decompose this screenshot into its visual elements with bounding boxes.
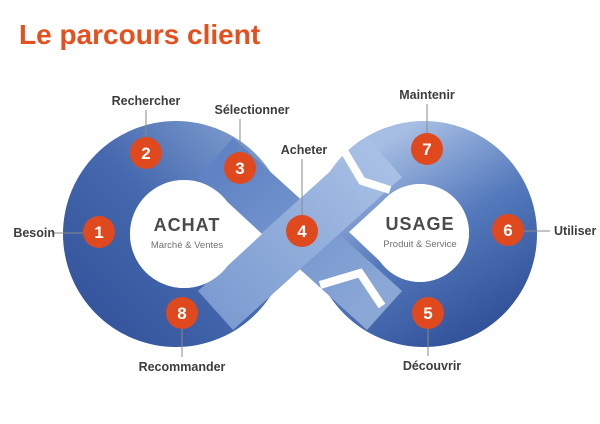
badge-number-4: 4 [297, 222, 307, 241]
break-chevron-top [336, 141, 392, 194]
step-badge-3: 3 [224, 152, 256, 184]
badge-circle-6 [492, 214, 524, 246]
step-badge-7: 7 [411, 133, 443, 165]
badge-circle-1 [83, 216, 115, 248]
step-label-utiliser: Utiliser [554, 224, 597, 238]
step-badge-1: 1 [83, 216, 115, 248]
right-loop-inner-pin [349, 184, 469, 282]
left-loop-subtitle: Marché & Ventes [151, 240, 224, 251]
badge-circle-7 [411, 133, 443, 165]
step-badge-5: 5 [412, 297, 444, 329]
badge-circle-8 [166, 297, 198, 329]
step-label-decouvrir: Découvrir [403, 359, 461, 373]
step-label-recommander: Recommander [139, 360, 226, 374]
badge-circle-5 [412, 297, 444, 329]
step-label-acheter: Acheter [281, 143, 328, 157]
page-title: Le parcours client [19, 19, 261, 50]
step-badge-2: 2 [130, 137, 162, 169]
badge-number-1: 1 [94, 223, 103, 242]
step-label-maintenir: Maintenir [399, 88, 455, 102]
step-label-besoin: Besoin [13, 226, 55, 240]
badge-number-2: 2 [141, 144, 150, 163]
badge-number-6: 6 [503, 221, 512, 240]
left-loop-title: ACHAT [154, 215, 221, 235]
badge-circle-4 [286, 215, 318, 247]
step-label-selectionner: Sélectionner [214, 103, 289, 117]
right-loop-title: USAGE [385, 214, 454, 234]
step-badge-8: 8 [166, 297, 198, 329]
badge-number-8: 8 [177, 304, 186, 323]
badge-number-7: 7 [422, 140, 431, 159]
step-badge-4: 4 [286, 215, 318, 247]
left-loop-inner-pin [130, 180, 262, 288]
badge-circle-2 [130, 137, 162, 169]
right-loop-subtitle: Produit & Service [383, 239, 456, 250]
badge-number-3: 3 [235, 159, 244, 178]
badge-circle-3 [224, 152, 256, 184]
break-chevron-bottom [318, 268, 386, 309]
badge-number-5: 5 [423, 304, 432, 323]
step-badge-6: 6 [492, 214, 524, 246]
step-label-rechercher: Rechercher [112, 94, 181, 108]
